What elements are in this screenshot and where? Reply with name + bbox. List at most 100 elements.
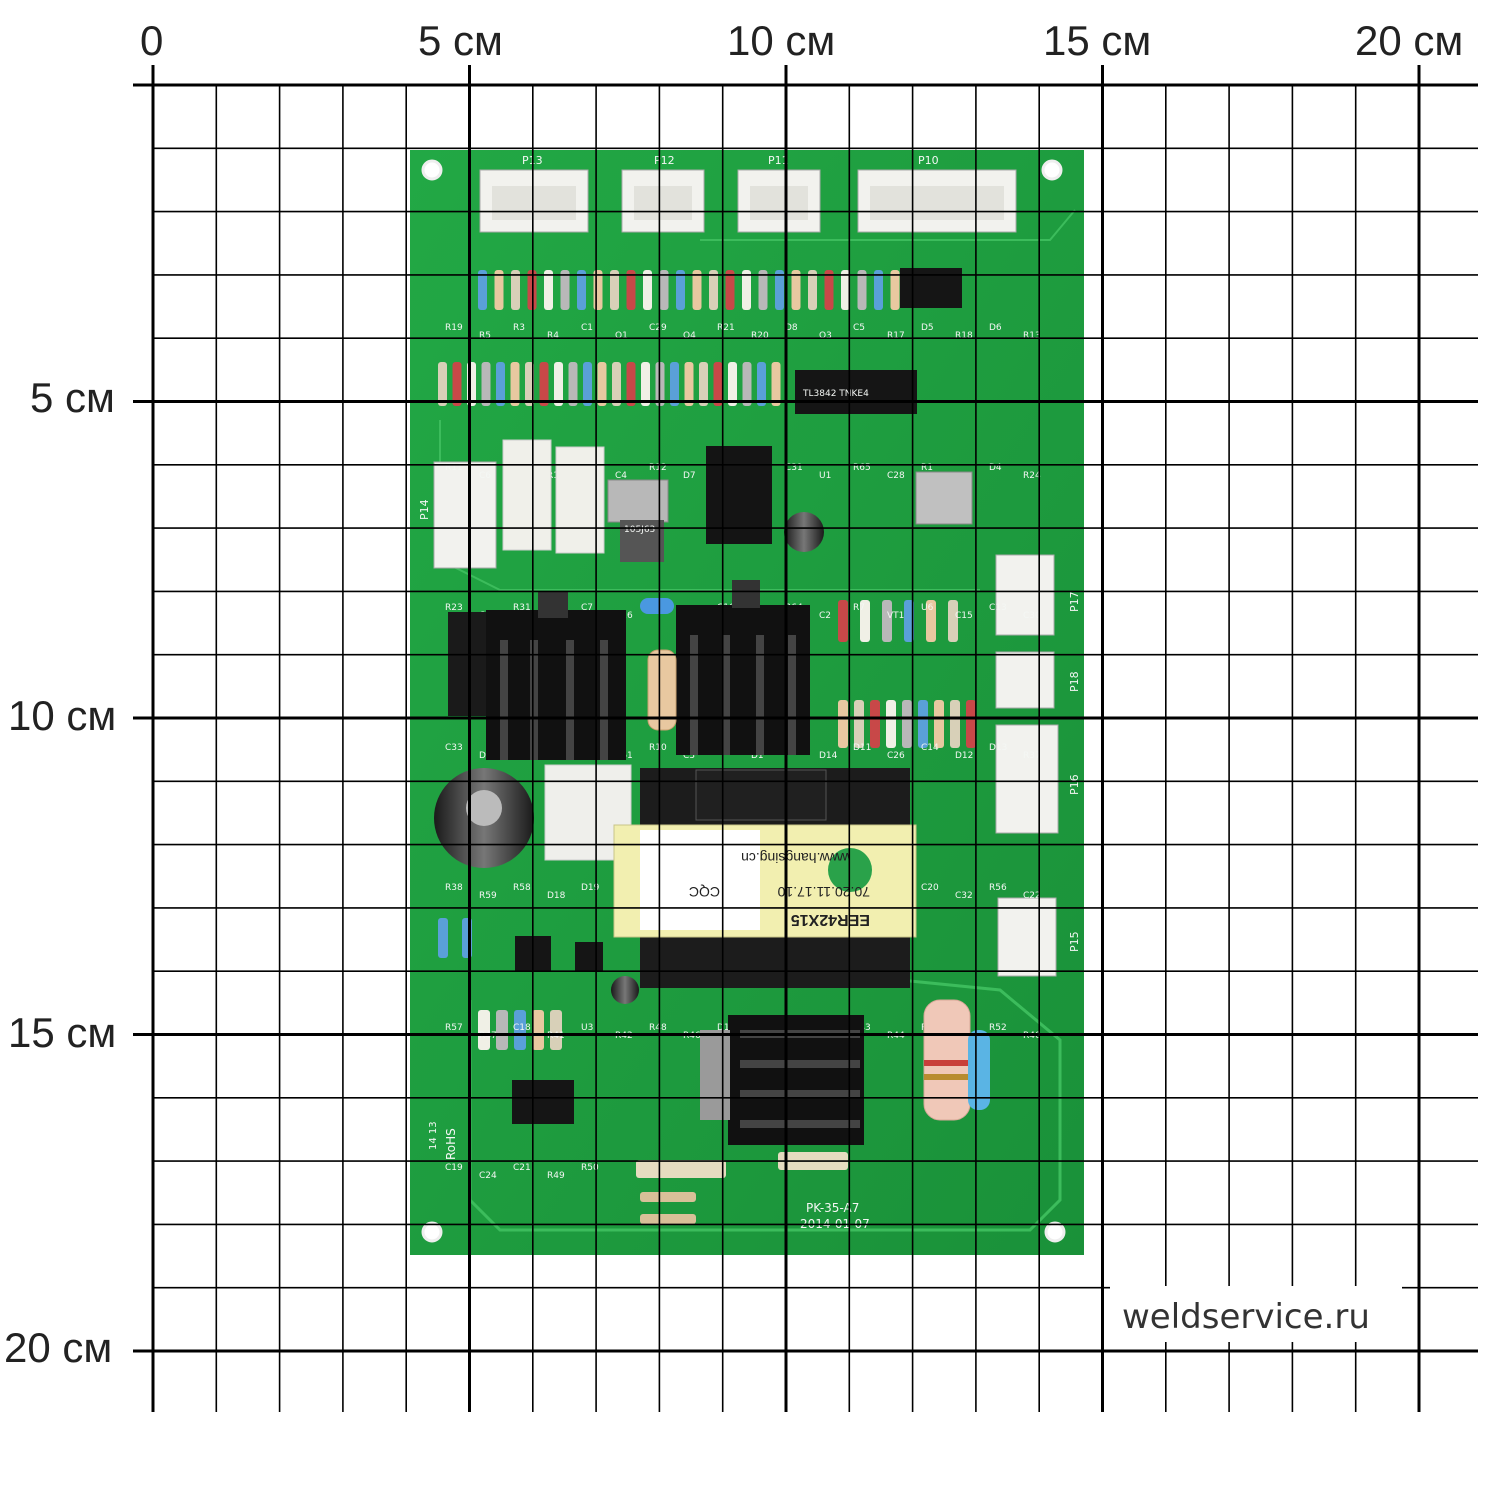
- silkscreen-label: R52: [989, 1023, 1007, 1033]
- smd-component: [438, 362, 447, 406]
- silkscreen-label: U1: [819, 471, 831, 481]
- smd-component: [902, 700, 912, 748]
- silkscreen-label: R48: [649, 1023, 667, 1033]
- smd-component: [758, 270, 768, 310]
- silkscreen-label: R5: [479, 331, 491, 341]
- svg-text:P16: P16: [1068, 774, 1081, 795]
- smd-component: [597, 362, 607, 406]
- silkscreen-label: C13: [989, 603, 1007, 613]
- smd-component: [699, 362, 708, 406]
- connector-p11: P11: [737, 154, 821, 233]
- copper-trace-outline: [700, 209, 1076, 241]
- smd-component: [626, 362, 636, 406]
- smd-component: [532, 1010, 544, 1050]
- silkscreen-label: R56: [989, 883, 1007, 893]
- silkscreen-label: R49: [547, 1171, 565, 1181]
- silkscreen-label: C2: [819, 611, 831, 621]
- smd-component: [709, 270, 718, 310]
- silkscreen-label: C29: [649, 323, 667, 333]
- silkscreen-label: D16: [717, 1023, 736, 1033]
- silkscreen-label: R3: [513, 323, 525, 333]
- regulator-q6: [915, 471, 973, 525]
- mounting-hole: [1044, 1221, 1066, 1243]
- silkscreen-label: C19: [445, 1163, 463, 1173]
- smd-component: [626, 270, 636, 310]
- smd-component: [841, 270, 850, 310]
- silkscreen-label: D1: [751, 751, 764, 761]
- transformer-eer42x15: EER42X15 70.20.11.17.10 CQC www.hangsing…: [613, 768, 917, 988]
- silkscreen-label: R57: [445, 1023, 463, 1033]
- regulator-vt1: 105J63: [607, 479, 669, 562]
- silkscreen-label: D18: [547, 891, 566, 901]
- smd-component: [950, 700, 960, 748]
- smd-component: [481, 362, 491, 406]
- smd-component: [511, 270, 520, 310]
- silkscreen-label: D13: [989, 743, 1007, 753]
- silkscreen-label: R13: [1023, 331, 1041, 341]
- smd-component: [791, 270, 801, 310]
- smd-component: [775, 270, 784, 310]
- silkscreen-label: VT1: [887, 611, 904, 621]
- silkscreen-label: R19: [445, 323, 463, 333]
- electrolytic-cap-c22: [611, 976, 639, 1004]
- smd-component: [890, 270, 900, 310]
- silkscreen-label: D19: [581, 883, 600, 893]
- smd-component: [641, 362, 650, 406]
- smd-component: [948, 600, 958, 642]
- silkscreen-label: C4: [615, 471, 627, 481]
- smd-component: [676, 270, 685, 310]
- silkscreen-label: D12: [955, 751, 973, 761]
- ic-u1: [900, 268, 962, 308]
- smd-component: [577, 270, 586, 310]
- connector-p10: P10: [857, 154, 1017, 233]
- silkscreen-label: Q1: [615, 331, 628, 341]
- film-cap: [502, 439, 552, 551]
- silkscreen-label: C5: [853, 323, 865, 333]
- top-scale-label: 0: [140, 17, 163, 64]
- svg-text:P15: P15: [1068, 931, 1081, 952]
- pcb-board: P13 P12 P11 P10 P14 P17 P18: [410, 150, 1084, 1255]
- smd-component: [808, 270, 817, 310]
- smd-component: [757, 362, 766, 406]
- svg-text:70.20.11.17.10: 70.20.11.17.10: [777, 884, 870, 900]
- smd-component: [882, 600, 892, 642]
- smd-component: [612, 362, 621, 406]
- svg-text:105J63: 105J63: [624, 525, 655, 535]
- silkscreen-label: C7: [581, 603, 593, 613]
- silkscreen-label: C15: [955, 611, 973, 621]
- silkscreen-label: C20: [921, 883, 939, 893]
- connector-p17: P17: [995, 554, 1081, 636]
- silkscreen-label: D8: [785, 323, 798, 333]
- smd-component: [636, 1160, 726, 1178]
- silkscreen-label: C30: [1023, 611, 1041, 621]
- date-code-label: 14 13: [428, 1121, 439, 1150]
- top-scale-label: 15 см: [1043, 17, 1151, 64]
- smd-component: [560, 270, 570, 310]
- smd-component: [438, 918, 448, 958]
- smd-component: [904, 600, 914, 642]
- left-scale-label: 20 см: [4, 1324, 112, 1371]
- smd-component: [583, 362, 592, 406]
- connector-p16: P16: [995, 724, 1081, 834]
- silkscreen-label: Q4: [683, 331, 696, 341]
- smd-component: [643, 270, 652, 310]
- smd-component: [725, 270, 735, 310]
- smd-component: [874, 270, 883, 310]
- smd-component: [728, 362, 737, 406]
- silkscreen-label: R1: [921, 463, 933, 473]
- watermark: weldservice.ru: [1122, 1297, 1370, 1337]
- smd-component: [514, 1010, 526, 1050]
- silkscreen-label: C31: [785, 463, 803, 473]
- silkscreen-label: R24: [1023, 471, 1041, 481]
- smd-component: [494, 270, 504, 310]
- smd-component: [742, 362, 752, 406]
- electrolytic-cap-c27: [434, 768, 534, 868]
- copper-trace-outline: [468, 978, 1062, 1232]
- silkscreen-label: C6: [479, 471, 491, 481]
- silkscreen-label: R17: [887, 331, 905, 341]
- svg-text:EER42X15: EER42X15: [791, 911, 870, 928]
- electrolytic-cap-c33: [784, 512, 824, 552]
- smd-component: [550, 1010, 562, 1050]
- smd-component: [838, 700, 848, 748]
